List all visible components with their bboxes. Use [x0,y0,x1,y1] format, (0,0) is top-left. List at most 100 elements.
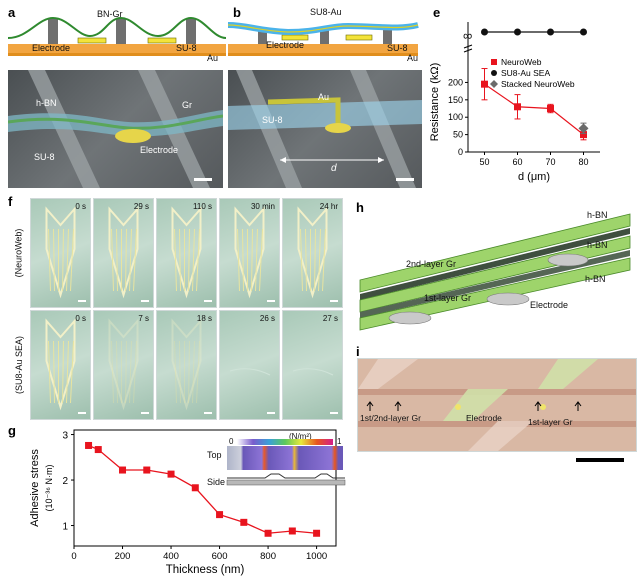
panel-label-a: a [8,5,16,20]
x-tick-label: 50 [479,157,489,167]
data-point [85,441,93,449]
colorbar-max: 1 [337,437,342,446]
panel-label-f: f [8,194,13,209]
micrograph-tile: 18 s [156,310,217,420]
legend-marker [491,70,497,76]
mesh-line [66,340,69,404]
electrode-label-i: Electrode [466,413,502,423]
time-label: 0 s [75,314,86,323]
mesh-line [111,340,114,404]
micrograph-tile: 0 s [30,310,91,420]
panel-i-micrograph [357,358,637,452]
electrode-label-h: Electrode [530,300,569,310]
y-tick-label: 50 [453,130,463,140]
legend-marker [491,59,497,65]
hbn-label-3: h-BN [585,274,606,284]
mesh-line [133,340,137,404]
data-point [514,103,521,111]
y-axis-label: Resistance (kΩ) [429,63,441,142]
hbn-label-1: h-BN [587,210,608,220]
scale-bar [141,300,149,302]
micrograph-tile: 26 s [219,310,280,420]
micrograph-tile: 0 s [30,198,91,308]
mesh-line [314,228,316,292]
mesh-line [48,228,51,292]
panel-label-e: e [433,5,441,20]
colorbar [237,439,333,445]
data-point [547,28,554,36]
data-point [547,105,554,113]
mesh-line [305,228,307,292]
scale-bar [78,412,86,414]
mesh-line [196,340,200,404]
x-axis-label: d (μm) [518,171,550,183]
mesh-line [179,340,181,404]
time-label: 29 s [133,202,149,211]
data-point [313,529,321,537]
first-second-layer-label: 1st/2nd-layer Gr [360,413,421,423]
infinity-label: ∞ [463,28,473,43]
y-tick-label: 150 [448,95,463,105]
mesh-line [192,228,195,292]
row-label-su8-sea: (SU8-Au SEA) [14,335,25,395]
first-layer-label-i: 1st-layer Gr [528,417,573,427]
mesh-line [196,228,200,292]
panel-label-g: g [8,423,16,438]
residue [229,368,271,376]
au-label-a: Au [207,53,219,63]
mesh-line [129,228,132,292]
device-mesh [45,318,76,411]
data-point [288,527,296,535]
row-label-neuroweb: (NeuroWeb) [13,228,24,278]
panel-d-sem-image [228,70,422,188]
mesh-line [259,228,263,292]
micrograph-tile: 24 hr [282,198,343,308]
mesh-line [242,228,244,292]
mesh-line [129,340,132,404]
y-tick-label: 1 [62,522,68,533]
x-tick-label: 0 [71,551,76,562]
device-mesh [171,318,202,411]
x-tick-label: 80 [578,157,588,167]
mesh-line [188,340,190,404]
y-axis-unit: (10⁻³⁶ N·m) [44,465,54,512]
data-point [143,466,151,474]
data-point [481,80,488,88]
x-tick-label: 200 [115,551,131,562]
su8-au-label: SU8-Au [310,7,342,17]
series-line [484,83,584,136]
x-tick-label: 400 [163,551,179,562]
micrograph-tile: 7 s [93,310,154,420]
time-label: 18 s [196,314,212,323]
mesh-line [48,340,51,404]
device-mesh [297,206,328,299]
plot-frame [73,429,337,547]
panel-b-schematic [227,22,419,56]
time-label: 0 s [75,202,86,211]
legend-marker [490,80,498,88]
panel-label-h: h [356,200,364,215]
device-mesh [234,206,265,299]
inset-top-label: Top [207,450,222,460]
mesh-line [174,228,177,292]
mesh-line [318,228,321,292]
inset-side-label: Side [207,477,226,487]
second-layer-gr-label: 2nd-layer Gr [406,259,457,269]
y-tick-label: 2 [62,476,68,487]
x-tick-label: 1000 [306,551,327,562]
data-point [94,446,102,454]
mesh-line [116,340,118,404]
mesh-line [125,228,127,292]
au-label-d: Au [318,92,330,102]
y-tick-label: 3 [62,431,68,442]
scale-bar [330,412,338,414]
colorbar-unit: (N/m²) [289,432,312,441]
data-point [264,529,272,537]
time-label: 26 s [259,314,275,323]
mesh-line [62,340,64,404]
panel-c-sem-image [8,70,223,188]
su8-label-a: SU-8 [176,43,197,53]
x-tick-label: 800 [260,551,276,562]
d-distance-label: d [331,163,337,174]
mesh-line [111,228,114,292]
